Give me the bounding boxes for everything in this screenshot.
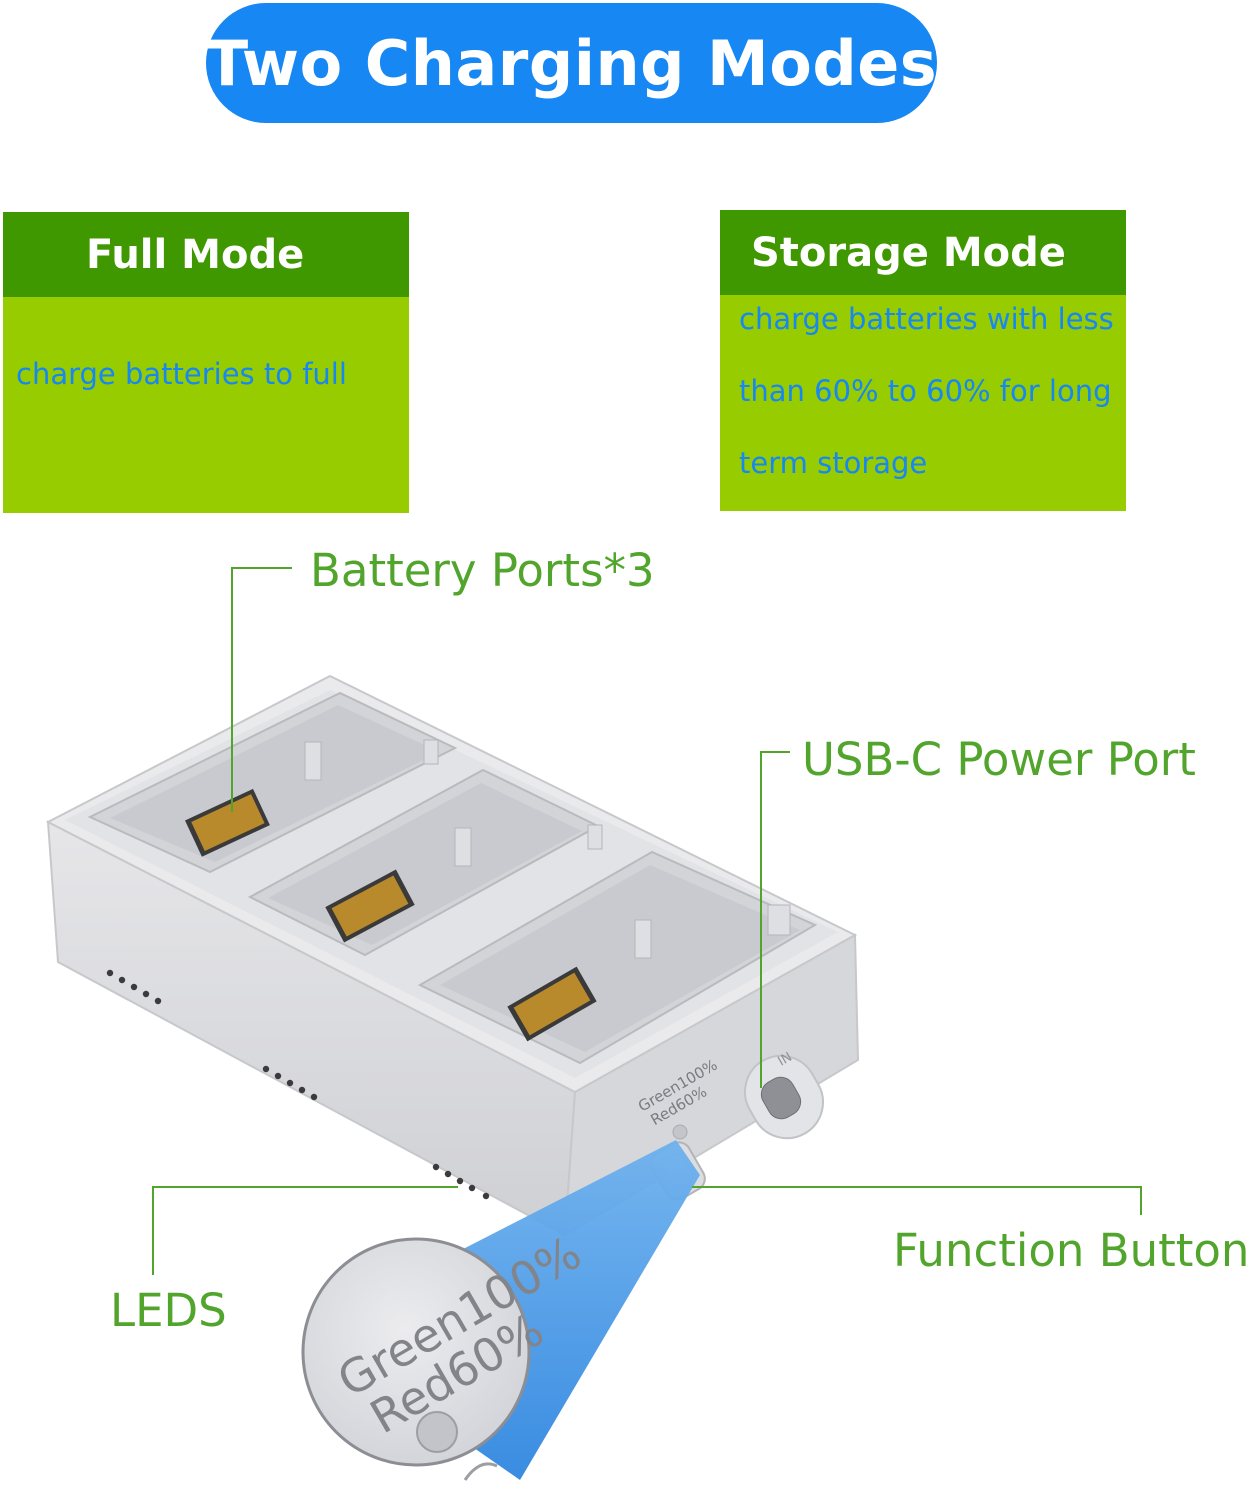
usb-port-label: IN — [776, 1050, 795, 1070]
usb-callout-line — [760, 751, 790, 1088]
storage-mode-description-line: than 60% to 60% for long — [739, 374, 1112, 408]
zoom-lens: Green100% Red60% — [301, 1225, 590, 1481]
storage-mode-title: Storage Mode — [751, 229, 1066, 276]
storage-mode-header: Storage Mode — [720, 210, 1126, 295]
led-indicator — [672, 1124, 688, 1140]
function-button-callout-line — [692, 1186, 1142, 1215]
usb-c-port[interactable]: IN — [732, 1043, 836, 1152]
vent-holes — [106, 969, 490, 1200]
full-mode-header: Full Mode — [3, 212, 409, 297]
title-banner: Two Charging Modes — [206, 3, 937, 123]
full-mode-box: Full Mode charge batteries to full — [3, 212, 409, 513]
battery-bay — [417, 850, 818, 1065]
storage-mode-description-line: charge batteries with less — [739, 302, 1114, 336]
storage-mode-description-line: term storage — [739, 446, 928, 480]
leds-callout-line — [152, 1186, 458, 1275]
callout-lines — [152, 567, 1142, 1275]
page-title: Two Charging Modes — [205, 26, 938, 100]
battery-bay — [87, 691, 458, 874]
battery-bay — [247, 768, 603, 957]
storage-mode-box: Storage Mode charge batteries with less … — [720, 210, 1126, 511]
full-mode-title: Full Mode — [86, 231, 305, 278]
leds-label: LEDS — [110, 1284, 227, 1337]
usb-c-port-label: USB-C Power Port — [802, 733, 1196, 786]
battery-ports-callout-line — [231, 567, 292, 812]
full-mode-description: charge batteries to full — [16, 357, 347, 391]
battery-ports-label: Battery Ports*3 — [310, 544, 655, 597]
function-button-label: Function Button — [893, 1224, 1250, 1277]
